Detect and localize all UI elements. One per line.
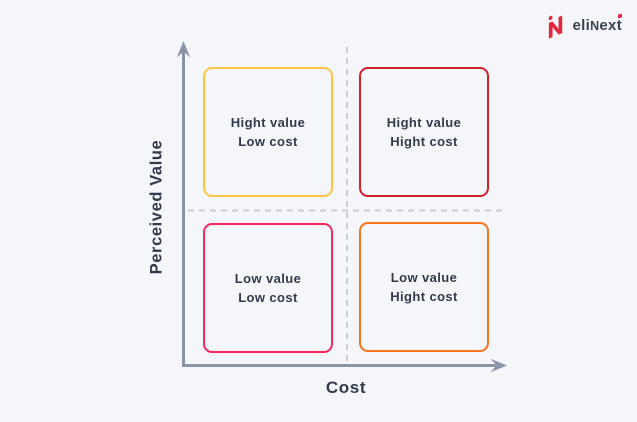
x-axis-arrowhead (490, 358, 507, 373)
quadrant-label-line1: Hight value (386, 114, 462, 130)
wordmark-pre: eli (572, 17, 591, 34)
quadrant-high-value-low-cost: Hight value Low cost (203, 67, 333, 197)
wordmark-tail: t (617, 13, 622, 38)
quadrant-label-line2: Low cost (238, 289, 298, 305)
quadrant-label-line1: Low value (234, 270, 302, 286)
quadrant-low-value-low-cost: Low value Low cost (203, 223, 333, 353)
wordmark-tail-letter: t (616, 17, 622, 34)
elinext-n-icon (548, 14, 562, 39)
quadrant-high-value-high-cost: Hight value Hight cost (359, 67, 489, 197)
quadrant-label-line1: Low value (390, 269, 458, 285)
quadrant-label-line2: Hight cost (390, 288, 458, 304)
x-axis-label: Cost (325, 378, 367, 397)
quadrant-label-line1: Hight value (230, 114, 306, 130)
wordmark-n: N (590, 19, 600, 33)
quadrant-label-line2: Low cost (238, 133, 298, 149)
elinext-logo: eliNext (547, 13, 622, 39)
y-axis-arrowhead (176, 41, 191, 58)
y-axis-label: Perceived Value (147, 139, 166, 275)
quadrant-label-line2: Hight cost (390, 133, 458, 149)
elinext-wordmark: eliNext (572, 13, 622, 39)
wordmark-mid: ex (599, 17, 617, 34)
quadrant-low-value-high-cost: Low value Hight cost (359, 222, 489, 352)
